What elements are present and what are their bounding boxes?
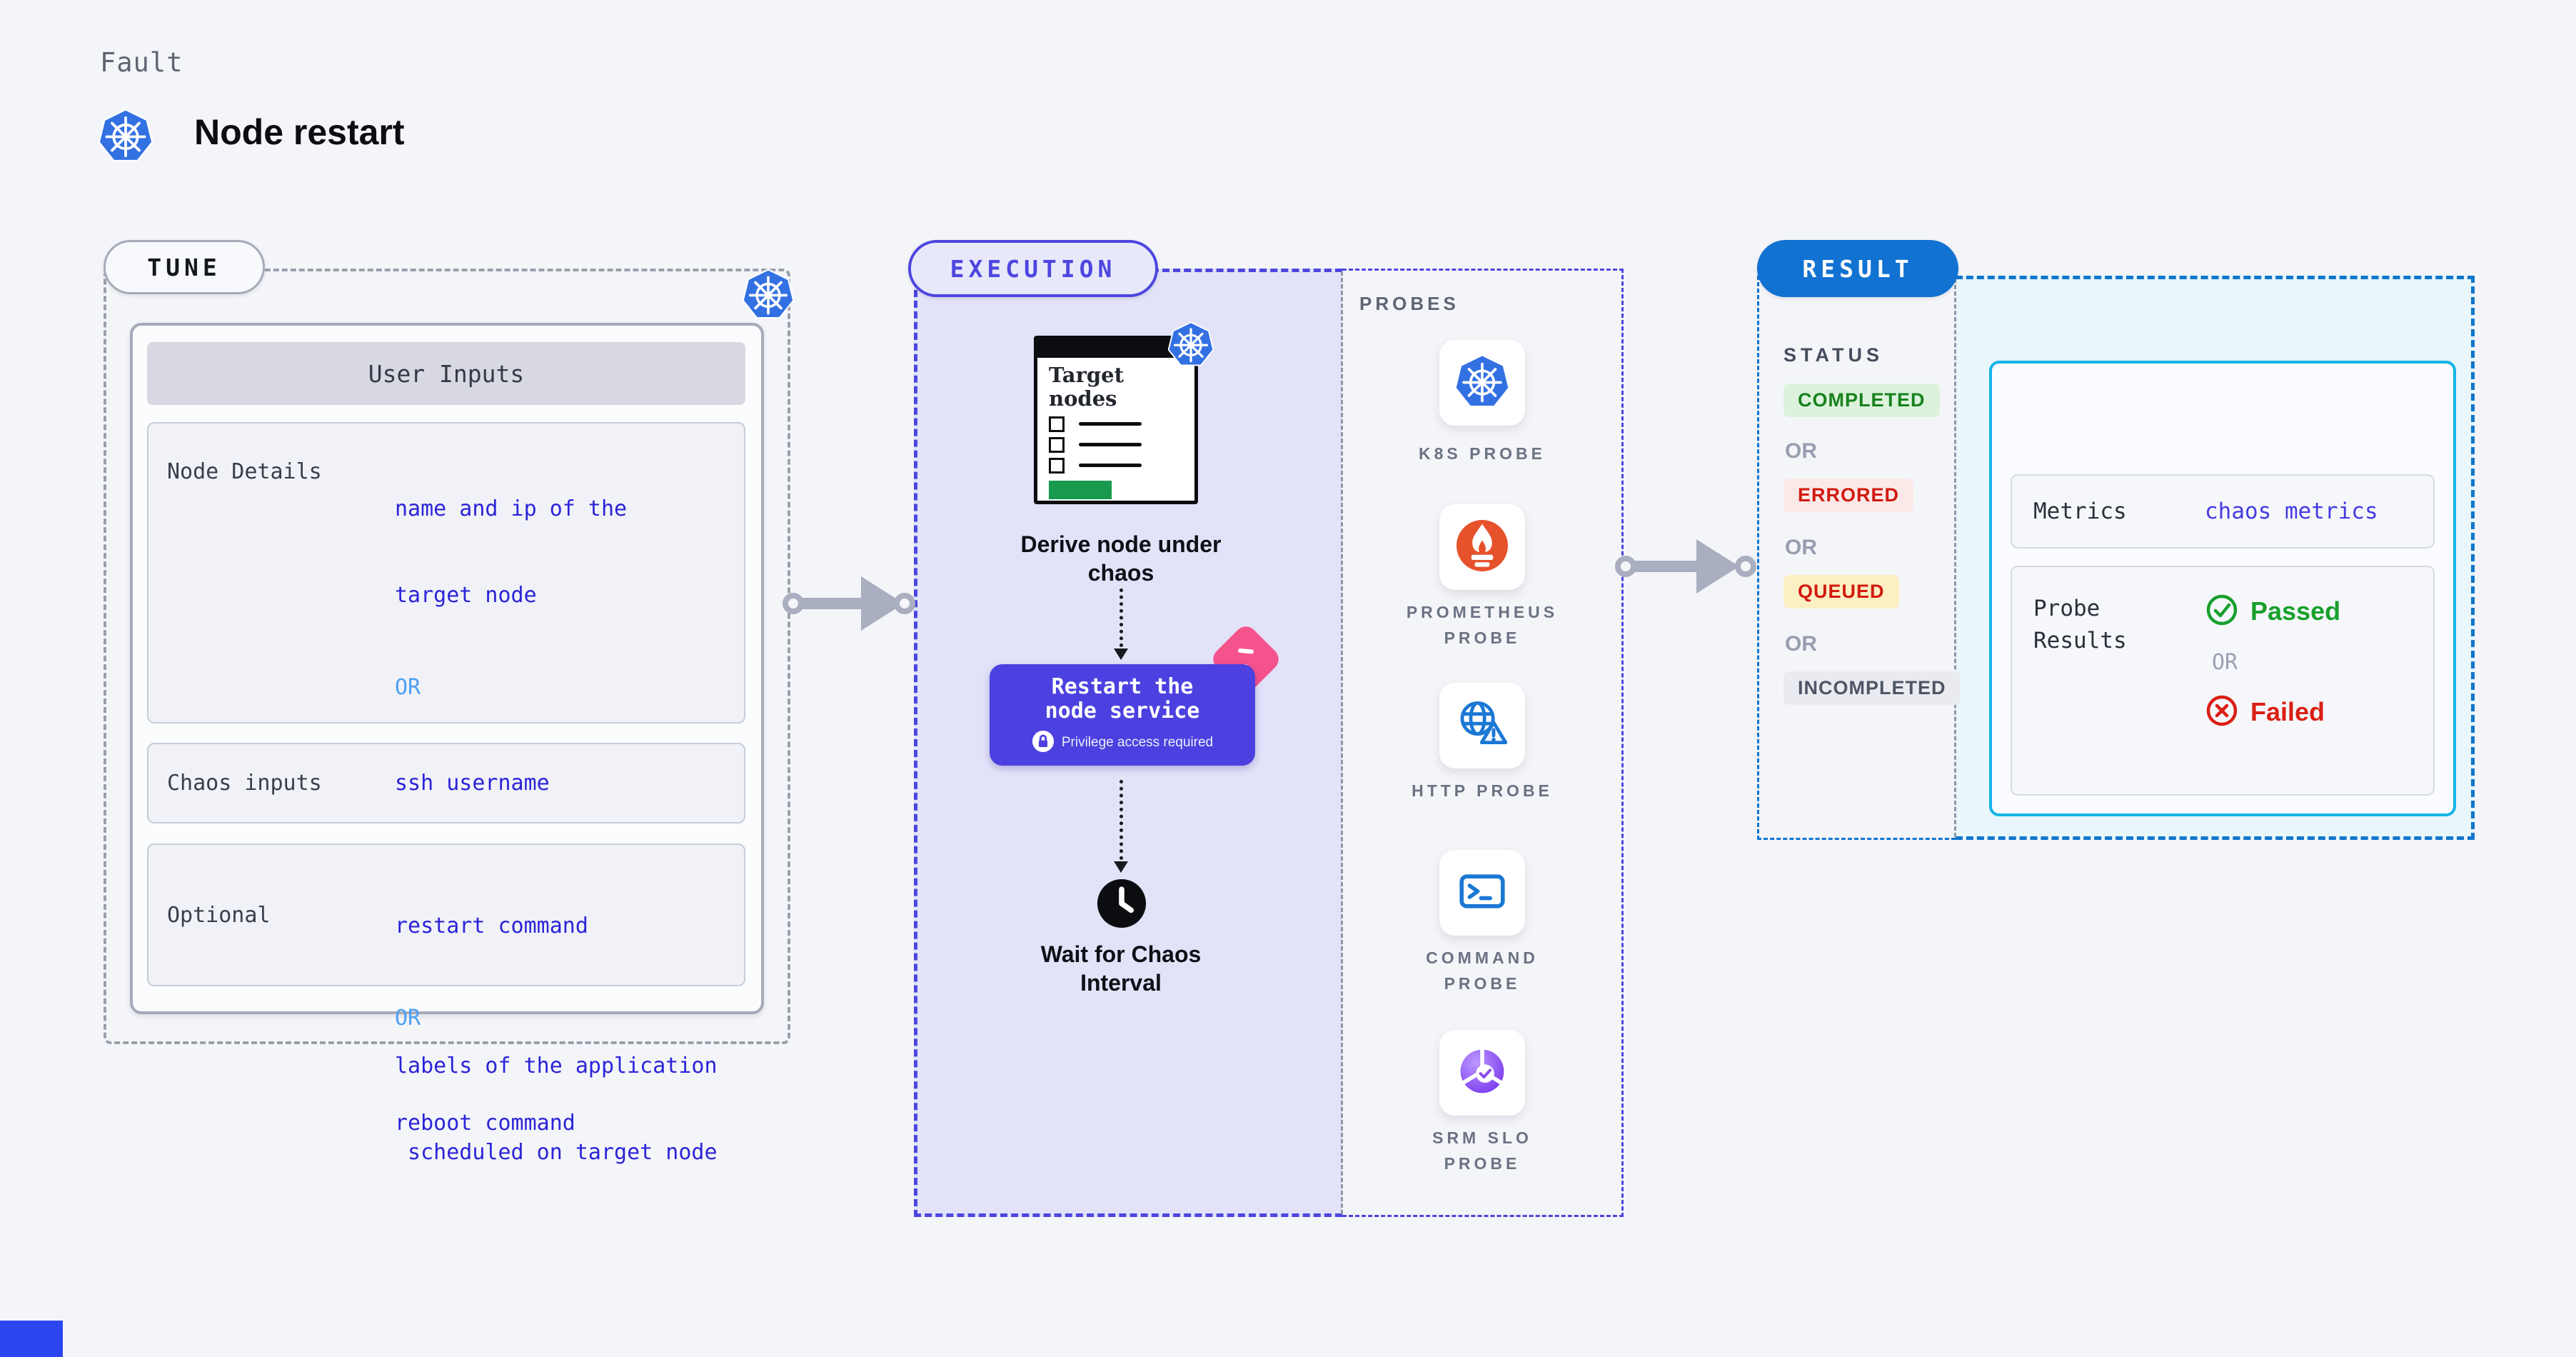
status-badge-queued: QUEUED xyxy=(1783,575,1899,609)
tune-badge: TUNE xyxy=(104,240,265,294)
check-circle-icon xyxy=(2205,593,2239,630)
chaos-inputs-row: Chaos inputs ssh username xyxy=(147,743,745,823)
flow-connector xyxy=(1120,589,1123,647)
connector-dot xyxy=(1615,556,1636,577)
status-badge-completed: COMPLETED xyxy=(1783,384,1940,417)
checkbox-icon xyxy=(1049,436,1065,453)
connector-dot xyxy=(783,593,804,614)
or-label: OR xyxy=(395,1006,421,1031)
optional-row: Optional restart command OR reboot comma… xyxy=(147,843,745,1136)
checkbox-icon xyxy=(1049,416,1065,432)
row-value: name and ip of the xyxy=(395,496,628,521)
arrow-right xyxy=(800,598,871,609)
or-label: OR xyxy=(395,675,421,700)
row-value: ssh username xyxy=(395,771,550,796)
line xyxy=(1079,422,1142,426)
probes-heading: PROBES xyxy=(1359,293,1459,314)
or-label: OR xyxy=(1785,439,1817,463)
checklist-item xyxy=(1049,416,1194,432)
x-circle-icon xyxy=(2205,693,2239,731)
prometheus-probe-card xyxy=(1439,504,1525,590)
restart-node-service-step: Restart the node service Privilege acces… xyxy=(990,664,1255,766)
connector-dot xyxy=(894,593,915,614)
command-probe-card xyxy=(1439,850,1525,936)
row-label: Optional xyxy=(167,902,271,928)
or-label: OR xyxy=(1785,536,1817,559)
checklist-item xyxy=(1049,436,1194,453)
row-value: scheduled on target node xyxy=(395,1140,718,1165)
prometheus-icon xyxy=(1454,517,1511,577)
probe-results-label: Probe Results xyxy=(2033,596,2127,654)
step-wait-interval: Wait for Chaos Interval xyxy=(1040,941,1202,996)
probe-label: K8S PROBE xyxy=(1419,444,1546,463)
status-badge-incompleted: INCOMPLETED xyxy=(1783,671,1961,705)
target-nodes-title: Target nodes xyxy=(1049,363,1124,411)
connector-dot xyxy=(1735,556,1756,577)
clock-icon xyxy=(1097,878,1147,931)
row-value: reboot command xyxy=(395,1111,575,1136)
checkbox-icon xyxy=(1049,457,1065,474)
or-label: OR xyxy=(2212,650,2238,675)
lock-icon xyxy=(1032,730,1055,756)
row-label: Chaos inputs xyxy=(167,771,322,796)
row-value: labels of the application xyxy=(395,1053,718,1078)
or-label: OR xyxy=(1785,632,1817,656)
node-details-row: Node Details name and ip of the target n… xyxy=(147,422,745,1165)
metrics-row: Metrics chaos metrics xyxy=(2011,474,2435,549)
flow-connector-head xyxy=(1114,649,1128,660)
fault-kind-label: Fault xyxy=(100,47,183,78)
probes-separator xyxy=(1341,271,1343,1214)
row-value: target node xyxy=(395,583,537,608)
status-heading: STATUS xyxy=(1783,344,1883,366)
probe-label: HTTP PROBE xyxy=(1412,781,1553,800)
metrics-value: chaos metrics xyxy=(2205,499,2378,524)
row-value: restart command xyxy=(395,913,588,938)
k8s-probe-card xyxy=(1439,340,1525,426)
line xyxy=(1079,443,1142,447)
failed-result: Failed xyxy=(2205,693,2340,731)
step-derive-node: Derive node under chaos xyxy=(1020,531,1222,586)
green-button-shape xyxy=(1049,480,1112,499)
kubernetes-icon xyxy=(1456,355,1509,411)
srm-slo-icon xyxy=(1454,1043,1511,1103)
privilege-note: Privilege access required xyxy=(1061,734,1214,750)
execution-badge: EXECUTION xyxy=(908,240,1158,297)
tune-section xyxy=(104,269,790,1044)
row-label: Node Details xyxy=(167,459,322,484)
kubernetes-icon xyxy=(98,109,154,166)
action-title: Restart the node service xyxy=(1045,674,1200,723)
command-terminal-icon xyxy=(1454,863,1511,923)
line xyxy=(1079,464,1142,468)
arrow-right xyxy=(1634,561,1708,572)
probe-results-row: Probe Results Passed OR xyxy=(2011,566,2435,796)
metrics-label: Metrics xyxy=(2033,499,2127,524)
status-badge-errored: ERRORED xyxy=(1783,479,1914,512)
kubernetes-icon xyxy=(1167,321,1214,370)
user-inputs-header: User Inputs xyxy=(147,342,745,405)
flow-connector xyxy=(1120,780,1123,860)
checklist-item xyxy=(1049,457,1194,474)
result-badge: RESULT xyxy=(1757,240,1958,297)
http-probe-card xyxy=(1439,683,1525,768)
result-separator xyxy=(1954,279,1956,837)
probes-section xyxy=(1342,269,1624,1217)
http-globe-icon xyxy=(1454,696,1511,756)
page-title: Node restart xyxy=(194,112,405,152)
passed-result: Passed xyxy=(2205,593,2340,630)
kubernetes-icon xyxy=(742,269,795,323)
arrow-right-head xyxy=(1696,539,1739,594)
srm-slo-probe-card xyxy=(1439,1030,1525,1116)
flow-connector-head xyxy=(1114,861,1128,873)
target-nodes-illustration: Target nodes xyxy=(1034,336,1198,504)
corner-decoration xyxy=(0,1321,63,1357)
